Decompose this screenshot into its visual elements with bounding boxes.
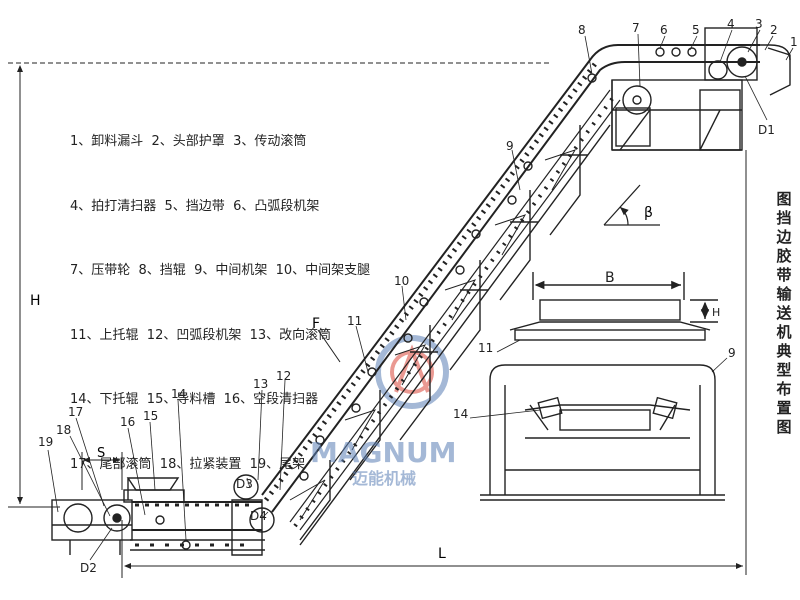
- part-label: 9: [728, 346, 736, 360]
- legend-line: 14、下托辊 15、导料槽 16、空段清扫器: [70, 392, 319, 407]
- dimension-h: [8, 62, 550, 508]
- leader-lines: [47, 29, 794, 561]
- legend-line: 4、拍打清扫器 5、挡边带 6、凸弧段机架: [70, 198, 320, 214]
- beta-angle: [603, 184, 660, 226]
- legend-line: 7、压带轮 8、挡辊 9、中间机架 10、中间架支腿: [70, 263, 371, 278]
- part-number-labels: 1 2 3 4 5 6 7 8 9 10 11 12 13 14 15 16 1…: [38, 17, 798, 575]
- part-label: 6: [660, 23, 668, 37]
- part-label: 3: [755, 17, 763, 31]
- inclined-section: [231, 44, 760, 556]
- watermark-brand-cn: 迈能机械: [352, 469, 416, 488]
- drum-label: D2: [80, 561, 97, 575]
- part-label: 2: [770, 23, 778, 37]
- dimension-s: [81, 452, 123, 490]
- head-section: [587, 27, 791, 151]
- part-label: 5: [692, 23, 700, 37]
- parts-legend: 1、卸料漏斗 2、头部护罩 3、传动滚筒 4、拍打清扫器 5、挡边带 6、凸弧段…: [70, 88, 370, 518]
- drum-label: D4: [250, 509, 267, 523]
- dim-l-label: L: [438, 546, 446, 562]
- part-label: 11: [347, 314, 362, 328]
- part-label: 4: [727, 17, 735, 31]
- part-label: 7: [632, 21, 640, 35]
- dim-b-label: B: [605, 270, 615, 286]
- part-label: 15: [143, 409, 158, 423]
- cross-section: [480, 272, 725, 501]
- part-label: 18: [56, 423, 71, 437]
- part-label: 9: [506, 139, 514, 153]
- f-leader: [317, 329, 341, 363]
- beta-label: β: [644, 205, 653, 221]
- tail-section: [51, 477, 265, 555]
- part-label: 11: [478, 341, 493, 355]
- part-label: 8: [578, 23, 586, 37]
- part-label: 14: [453, 407, 468, 421]
- figure-title: 图挡边胶带输送机典型布置图: [776, 190, 792, 436]
- part-label: 13: [253, 377, 268, 391]
- part-label: 14: [171, 387, 186, 401]
- dim-h-label: H: [30, 293, 41, 309]
- part-label: 12: [276, 369, 291, 383]
- drum-label: D1: [758, 123, 775, 137]
- watermark-brand: MAGNUM: [310, 436, 457, 469]
- dim-s-label: S: [97, 446, 105, 461]
- part-label: 1: [790, 35, 798, 49]
- dimension-l: [121, 520, 743, 578]
- part-label: 16: [120, 415, 135, 429]
- dim-h-small-label: H: [712, 306, 720, 319]
- drum-label: D3: [236, 477, 253, 491]
- f-label: F: [312, 316, 320, 332]
- legend-line: 11、上托辊 12、凹弧段机架 13、改向滚筒: [70, 327, 332, 343]
- part-label: 17: [68, 405, 83, 419]
- legend-line: 1、卸料漏斗 2、头部护罩 3、传动滚筒: [70, 134, 307, 149]
- part-label: 10: [394, 274, 409, 288]
- part-label: 19: [38, 435, 53, 449]
